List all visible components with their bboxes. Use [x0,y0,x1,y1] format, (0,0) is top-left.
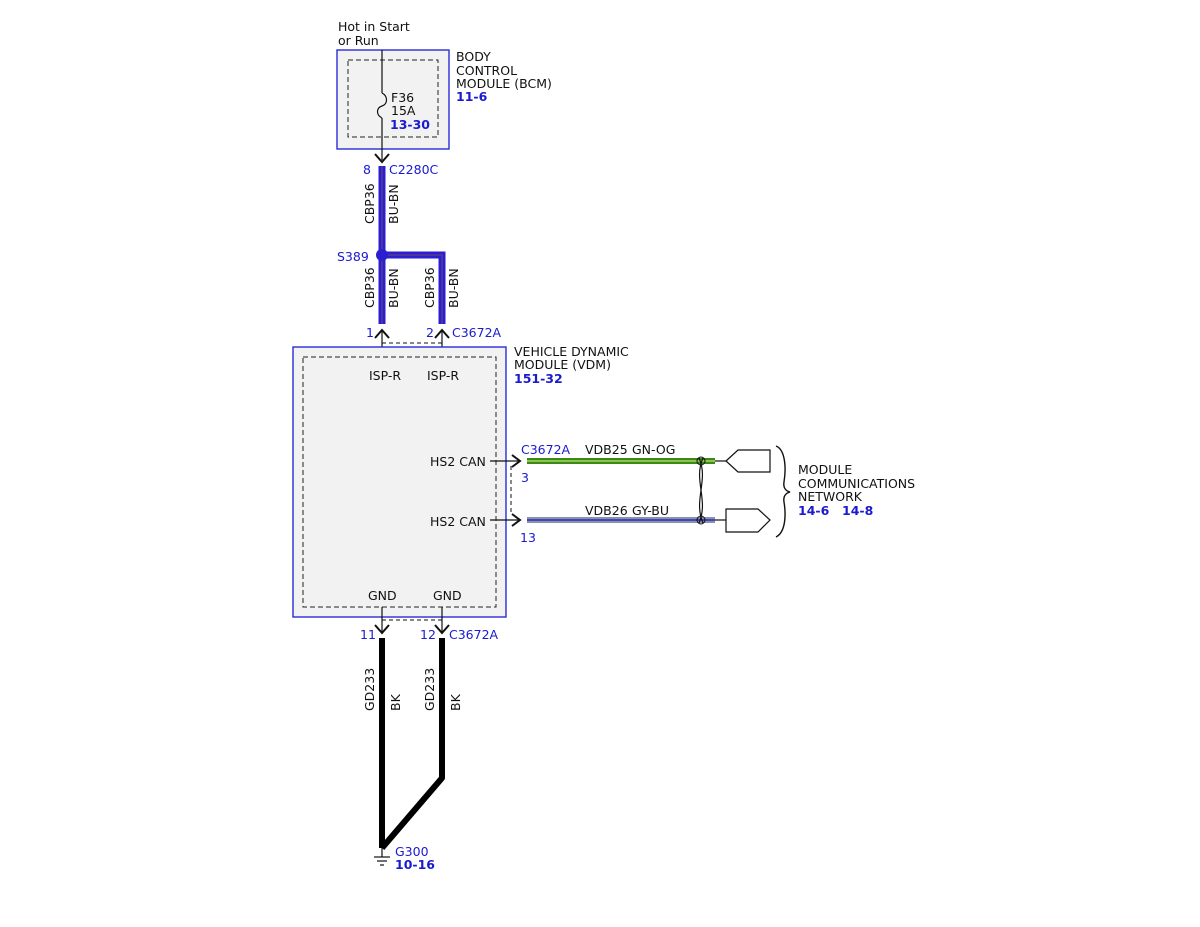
fuse-rating: 15A [391,103,416,118]
fuse-icon [376,92,388,119]
ground-wire-2-color: BK [448,693,463,711]
brace-icon [775,445,791,538]
connector-top-name: C3672A [452,325,502,340]
vdm-outer-box [292,346,507,618]
wire-vdb25-color: GN-OG [632,442,675,457]
connector-can-pin-b: 13 [520,530,536,545]
power-source-label-2: or Run [338,33,379,48]
twisted-pair-icon [696,456,706,525]
wire-vdb25-circuit: VDB25 [585,442,628,457]
ground-wire-1-color: BK [388,693,403,711]
network-title-1: MODULE [798,462,852,477]
connector-can-name: C3672A [521,442,571,457]
wire-gd233-group [379,638,445,850]
bcm-inner-box [347,59,439,138]
bcm-title-2: CONTROL [456,63,517,78]
connector-gnd-pin1: 11 [360,627,376,642]
connector-gnd-name: C3672A [449,627,499,642]
connector-pin11-icon [374,624,390,635]
ground-icon [374,848,390,866]
bcm-module [336,49,450,160]
splice-s389-icon [376,249,388,261]
vdm-pin-isp-1: ISP-R [369,368,401,383]
vdm-inner-box [302,356,497,608]
vdm-pin-can-1: HS2 CAN [430,454,486,469]
ground-wire-2-circuit: GD233 [422,668,437,711]
connector-gnd-pin2: 12 [420,627,436,642]
network-title-3: NETWORK [798,489,863,504]
ground-wire-1-circuit: GD233 [362,668,377,711]
bcm-title-3: MODULE (BCM) [456,76,552,91]
vdm-title-1: VEHICLE DYNAMIC [514,344,629,359]
network-ref-link-1[interactable]: 14-6 [798,503,830,518]
wire-right-circuit: CBP36 [422,267,437,308]
connector-top-pin1: 1 [366,325,374,340]
vdm-pin-isp-2: ISP-R [427,368,459,383]
bcm-outer-box [336,49,450,150]
connector-pin12-icon [434,624,450,635]
fuse-ref-link[interactable]: 13-30 [390,117,430,132]
fuse-name: F36 [391,90,414,105]
wire-vdb26-circuit: VDB26 [585,503,628,518]
vdm-pin-gnd-2: GND [433,588,462,603]
connector-top-pin2: 2 [426,325,434,340]
connector-can-pin-a: 3 [521,470,529,485]
network-connector-in-icon [725,449,771,473]
power-source-label-1: Hot in Start [338,19,410,34]
network-title-2: COMMUNICATIONS [798,476,915,491]
network-connector-out-icon [725,508,771,533]
wire-bcm-color: BU-BN [386,184,401,224]
ground-name: G300 [395,844,429,859]
splice-name: S389 [337,249,369,264]
vdm-title-2: MODULE (VDM) [514,357,611,372]
bcm-ref-link[interactable]: 11-6 [456,89,488,104]
wire-cbp36-group [376,166,446,324]
wire-gd233-right[interactable] [379,638,445,850]
wire-left-circuit: CBP36 [362,267,377,308]
connector-bcm-pin: 8 [363,162,371,177]
wire-right-color: BU-BN [446,268,461,308]
wire-left-color: BU-BN [386,268,401,308]
wire-bcm-circuit: CBP36 [362,183,377,224]
connector-bcm-name: C2280C [389,162,439,177]
bcm-title-1: BODY [456,49,491,64]
ground-ref-link[interactable]: 10-16 [395,857,435,872]
connector-c2280c-icon [374,153,390,164]
wire-vdb26-color: GY-BU [632,503,669,518]
network-ref-link-2[interactable]: 14-8 [842,503,873,518]
vdm-pin-gnd-1: GND [368,588,397,603]
vdm-module [292,346,507,618]
vdm-ref-link[interactable]: 151-32 [514,371,563,386]
connector-can-pin3-icon [511,454,522,468]
vdm-pin-can-2: HS2 CAN [430,514,486,529]
connector-can-pin13-icon [511,513,522,527]
